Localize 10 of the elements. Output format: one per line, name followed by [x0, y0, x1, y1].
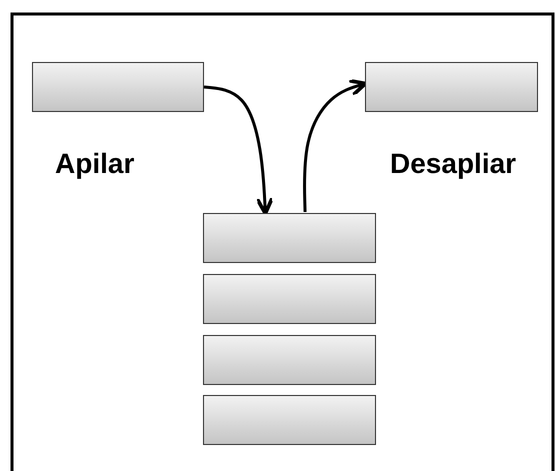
- stack-box: [32, 62, 204, 112]
- operation-label: Desapliar: [390, 148, 516, 180]
- stack-box: [203, 274, 376, 324]
- stack-box: [203, 335, 376, 385]
- stack-box: [203, 213, 376, 263]
- operation-label: Apilar: [55, 148, 134, 180]
- stack-box: [365, 62, 538, 112]
- arrow: [204, 86, 274, 216]
- stack-box: [203, 395, 376, 445]
- arrow: [302, 78, 368, 212]
